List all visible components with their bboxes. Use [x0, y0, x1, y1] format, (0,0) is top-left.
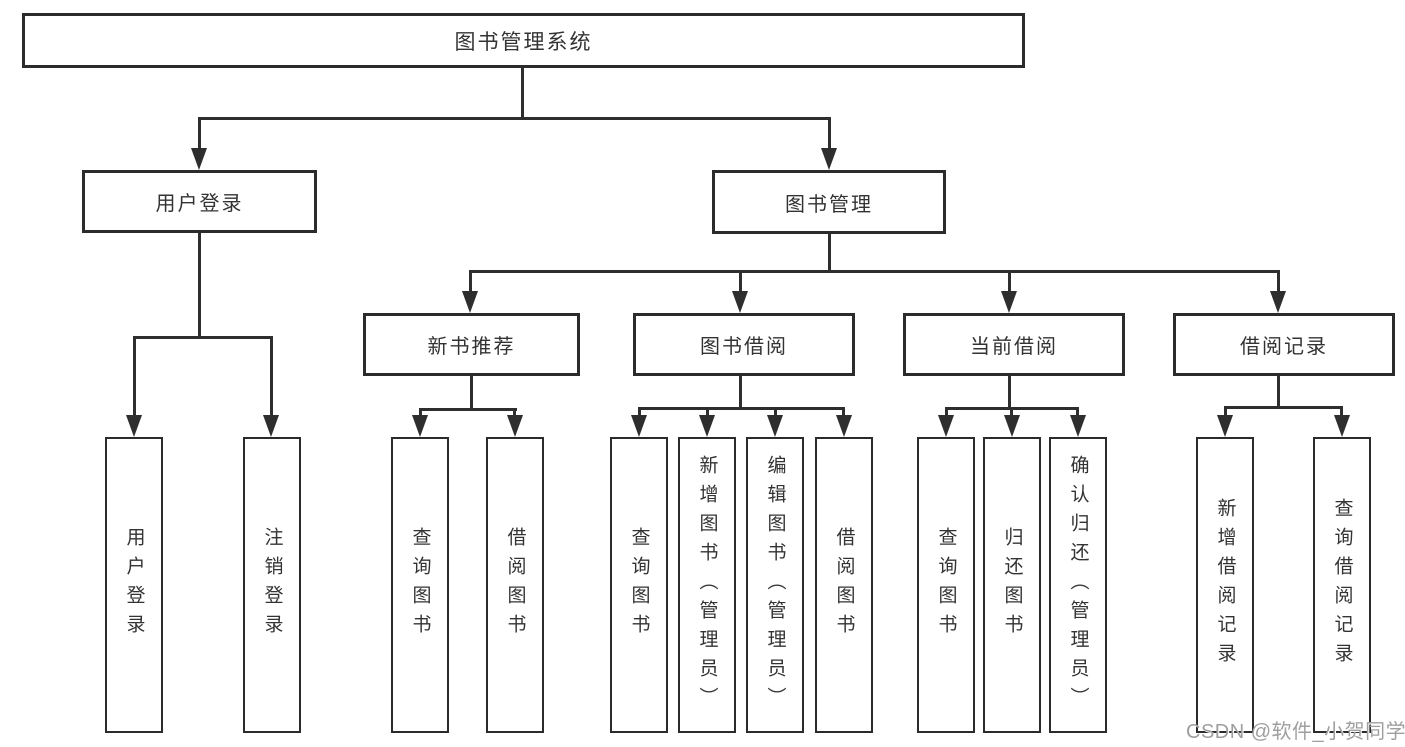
leaf-label: 借阅图书 [504, 527, 526, 643]
leaf-label: 查询图书 [409, 527, 431, 643]
leaf-user-login: 用户登录 [105, 437, 163, 733]
arrow-down-icon [263, 415, 279, 437]
node-library-system: 图书管理系统 [22, 13, 1025, 68]
connector-stem [828, 117, 831, 150]
connector-stem [706, 407, 709, 416]
leaf-label: 新增图书（管理员） [696, 454, 718, 716]
connector-line-vertical [198, 233, 201, 336]
leaf-label: 新增借阅记录 [1214, 498, 1236, 672]
connector-stem [1010, 407, 1013, 416]
leaf-logout: 注销登录 [243, 437, 301, 733]
connector-stem [842, 407, 845, 416]
leaf-borrow-books-recommend: 借阅图书 [486, 437, 544, 733]
connector-line-horizontal [469, 270, 1280, 273]
node-user-login: 用户登录 [82, 170, 317, 233]
leaf-label: 借阅图书 [833, 527, 855, 643]
leaf-edit-book-admin: 编辑图书（管理员） [746, 437, 804, 733]
connector-line-vertical [470, 376, 473, 408]
arrow-down-icon [732, 291, 748, 313]
leaf-add-book-admin: 新增图书（管理员） [678, 437, 736, 733]
connector-stem [419, 408, 422, 416]
arrow-down-icon [1270, 291, 1286, 313]
arrow-down-icon [126, 415, 142, 437]
node-book-management: 图书管理 [712, 170, 946, 234]
node-new-book-recommend: 新书推荐 [363, 313, 580, 376]
connector-stem [1076, 407, 1079, 416]
arrow-down-icon [1070, 415, 1086, 437]
leaf-label: 查询借阅记录 [1331, 498, 1353, 672]
connector-stem [1008, 270, 1011, 293]
node-borrowing-records: 借阅记录 [1173, 313, 1395, 376]
connector-stem [774, 407, 777, 416]
leaf-label: 用户登录 [123, 527, 145, 643]
arrow-down-icon [631, 415, 647, 437]
arrow-down-icon [699, 415, 715, 437]
leaf-label: 查询图书 [628, 527, 650, 643]
connector-line-horizontal [419, 408, 517, 411]
connector-stem [945, 407, 948, 416]
connector-stem [1277, 270, 1280, 293]
node-label: 图书管理 [785, 193, 873, 216]
leaf-label: 编辑图书（管理员） [764, 454, 786, 716]
arrow-down-icon [1334, 415, 1350, 437]
node-book-borrowing: 图书借阅 [633, 313, 855, 376]
leaf-query-books-current: 查询图书 [917, 437, 975, 733]
connector-line-vertical [828, 234, 831, 270]
leaf-label: 注销登录 [261, 527, 283, 643]
arrow-down-icon [1001, 291, 1017, 313]
arrow-down-icon [1217, 415, 1233, 437]
connector-line-horizontal [198, 117, 831, 120]
connector-line-vertical [521, 68, 524, 117]
leaf-confirm-return-admin: 确认归还（管理员） [1049, 437, 1107, 733]
connector-stem [638, 407, 641, 416]
arrow-down-icon [821, 148, 837, 170]
connector-line-vertical [1008, 376, 1011, 407]
leaf-query-borrow-record: 查询借阅记录 [1313, 437, 1371, 733]
leaf-query-books-borrowing: 查询图书 [610, 437, 668, 733]
arrow-down-icon [938, 415, 954, 437]
leaf-borrow-books: 借阅图书 [815, 437, 873, 733]
connector-stem [1224, 406, 1227, 416]
leaf-label: 查询图书 [935, 527, 957, 643]
node-label: 图书管理系统 [454, 30, 593, 54]
arrow-down-icon [191, 148, 207, 170]
leaf-label: 确认归还（管理员） [1067, 454, 1089, 716]
connector-stem [133, 336, 136, 416]
connector-line-horizontal [638, 407, 845, 410]
node-label: 借阅记录 [1240, 336, 1328, 358]
connector-stem [198, 117, 201, 150]
connector-line-horizontal [1224, 406, 1343, 409]
arrow-down-icon [462, 291, 478, 313]
watermark: CSDN @软件_小贺同学 [1186, 721, 1405, 743]
node-label: 图书借阅 [700, 336, 788, 358]
arrow-down-icon [507, 415, 523, 437]
arrow-down-icon [1004, 415, 1020, 437]
arrow-down-icon [412, 415, 428, 437]
connector-stem [513, 408, 516, 416]
leaf-return-books: 归还图书 [983, 437, 1041, 733]
node-label: 用户登录 [155, 193, 244, 215]
arrow-down-icon [836, 415, 852, 437]
connector-stem [739, 270, 742, 293]
leaf-query-books-recommend: 查询图书 [391, 437, 449, 733]
node-label: 新书推荐 [427, 336, 516, 358]
arrow-down-icon [767, 415, 783, 437]
node-current-borrowing: 当前借阅 [903, 313, 1125, 376]
connector-stem [469, 270, 472, 293]
connector-stem [1340, 406, 1343, 416]
node-label: 当前借阅 [970, 336, 1058, 358]
leaf-label: 归还图书 [1001, 527, 1023, 643]
connector-line-vertical [739, 376, 742, 407]
connector-stem [270, 336, 273, 416]
leaf-add-borrow-record: 新增借阅记录 [1196, 437, 1254, 733]
connector-line-vertical [1277, 376, 1280, 406]
connector-line-horizontal [133, 336, 273, 339]
